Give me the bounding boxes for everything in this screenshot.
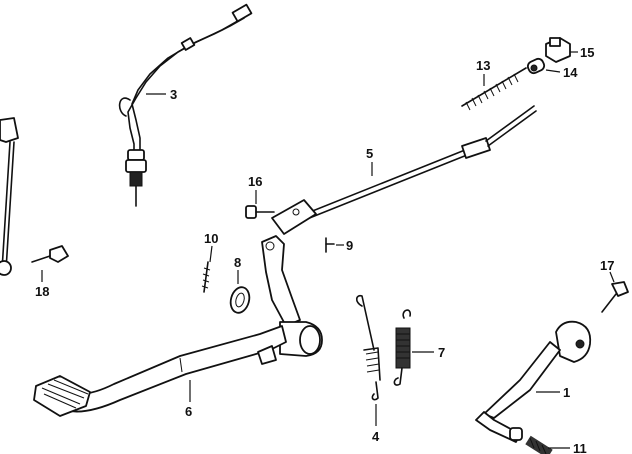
callout-5: 5 — [366, 146, 373, 161]
callout-17: 17 — [600, 258, 614, 273]
spring-part-7 — [393, 309, 411, 386]
kickstarter-arm-part-1 — [475, 320, 592, 443]
callout-7: 7 — [438, 345, 445, 360]
spring-part-4 — [355, 294, 381, 401]
callout-3: 3 — [170, 87, 177, 102]
brake-rod-part-5 — [271, 105, 537, 235]
callout-15: 15 — [580, 45, 594, 60]
cotter-pin-part-9 — [325, 237, 335, 253]
callout-1: 1 — [563, 385, 570, 400]
spring-part-13 — [461, 67, 527, 111]
callout-10: 10 — [204, 231, 218, 246]
callout-labels: 3 5 13 14 15 16 9 10 8 18 6 4 7 17 1 11 — [35, 45, 614, 454]
adjusting-nut-part-15 — [545, 37, 571, 63]
bolt-part-18 — [31, 245, 69, 263]
callout-14: 14 — [563, 65, 578, 80]
washer-part-8 — [229, 286, 251, 314]
stop-switch-part-3 — [118, 3, 253, 207]
side-stand-partial — [0, 117, 19, 276]
callout-9: 9 — [346, 238, 353, 253]
pin-part-10 — [201, 261, 211, 293]
callout-11: 11 — [573, 441, 587, 454]
callout-8: 8 — [234, 255, 241, 270]
bolt-part-17 — [601, 281, 629, 313]
bolt-part-16 — [245, 205, 275, 219]
brake-pedal-part-6 — [33, 235, 323, 417]
callout-13: 13 — [476, 58, 490, 73]
spring-part-11 — [525, 435, 553, 454]
callout-16: 16 — [248, 174, 262, 189]
callout-18: 18 — [35, 284, 49, 299]
collar-part-14 — [526, 57, 546, 75]
leader-lines — [41, 51, 615, 449]
callout-4: 4 — [372, 429, 380, 444]
callout-6: 6 — [185, 404, 192, 419]
